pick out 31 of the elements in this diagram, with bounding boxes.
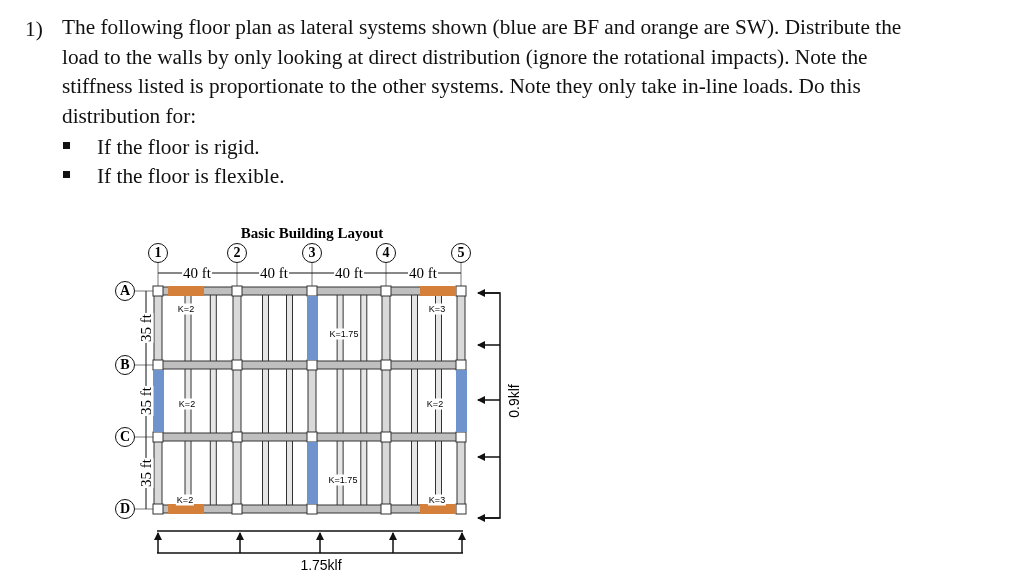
dimension-label: 40 ft (182, 265, 212, 281)
grid-bubble: D (115, 499, 135, 519)
question-text: The following floor plan as lateral systems shown (blue are BF and orange are SW). Distribute the load to the walls by only looking at direct distribution (ignore the rotational impacts). Note the stiffness listed is proportionate to the other systems. Note they only take in-line loads. Do this distribution for: (62, 14, 903, 130)
grid-bubble: C (115, 427, 135, 447)
grid-bubble: 3 (302, 243, 322, 263)
stiffness-label: K=2 (177, 398, 197, 410)
stiffness-label: K=2 (176, 303, 196, 315)
dimension-label: 35 ft (138, 313, 154, 343)
grid-bubble: B (115, 355, 135, 375)
grid-bubble: 4 (376, 243, 396, 263)
stiffness-label: K=2 (175, 494, 195, 506)
load-label: 0.9klf (507, 384, 521, 418)
grid-bubble: 1 (148, 243, 168, 263)
stiffness-label: K=1.75 (328, 328, 360, 340)
bullet-text: If the floor is flexible. (97, 166, 285, 188)
dimension-label: 40 ft (408, 265, 438, 281)
stiffness-label: K=3 (427, 303, 447, 315)
load-label: 1.75klf (300, 558, 342, 572)
stiffness-label: K=1.75 (327, 474, 359, 486)
diagram-title: Basic Building Layout (240, 225, 384, 241)
grid-bubble: 2 (227, 243, 247, 263)
dimension-label: 35 ft (138, 458, 154, 488)
stiffness-label: K=3 (427, 494, 447, 506)
grid-bubble: A (115, 281, 135, 301)
dimension-label: 40 ft (334, 265, 364, 281)
stiffness-label: K=2 (425, 398, 445, 410)
question-number: 1) (25, 19, 43, 41)
dimension-label: 40 ft (259, 265, 289, 281)
grid-bubble: 5 (451, 243, 471, 263)
dimension-label: 35 ft (138, 386, 154, 416)
bullet-text: If the floor is rigid. (97, 137, 260, 159)
